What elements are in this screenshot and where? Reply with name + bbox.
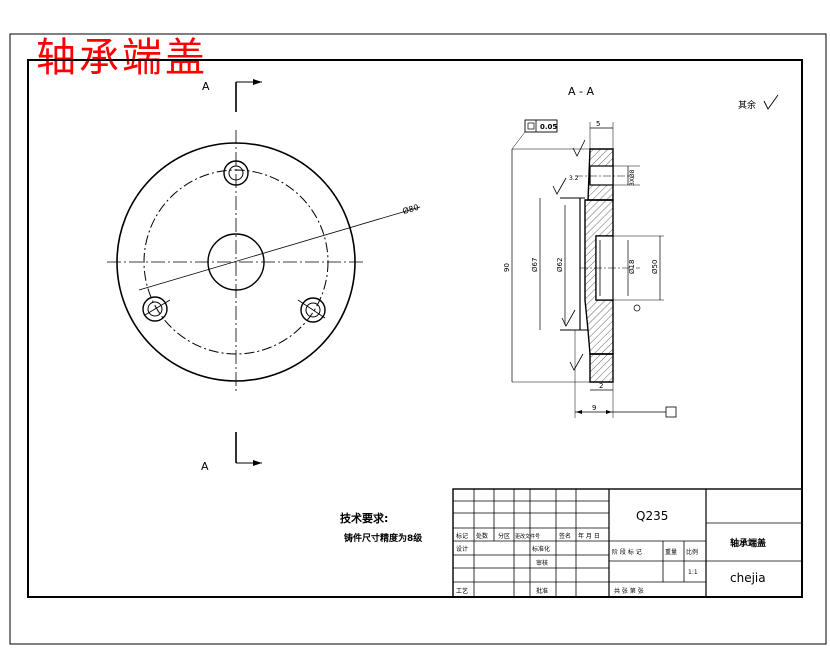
roughness-note: 其余 <box>738 99 756 111</box>
tb-label-stage: 阶 段 标 记 <box>612 548 642 556</box>
tb-label-standard: 标准化 <box>532 545 550 553</box>
tech-req-heading: 技术要求: <box>340 511 388 525</box>
dim-50: Ø50 <box>651 260 659 274</box>
dim-62: Ø62 <box>556 258 564 272</box>
roughness-value-spigot: 3.2 <box>569 175 579 182</box>
section-label-top: A <box>202 80 210 93</box>
dim-9: 9 <box>592 404 596 412</box>
roughness-symbol-spigot <box>552 177 567 195</box>
tb-header-count: 处数 <box>476 532 488 540</box>
dim-18: Ø18 <box>628 260 636 274</box>
dim-arrow-9 <box>606 410 612 414</box>
section-view-label: A - A <box>568 85 594 98</box>
tb-header-change: 更改文件号 <box>515 533 540 540</box>
tb-label-scale: 比例 <box>686 548 698 556</box>
tb-designer: chejia <box>730 571 766 585</box>
bolt-hole-left-inner <box>147 301 163 317</box>
dim-90: 90 <box>503 263 511 272</box>
tb-header-sign: 签名 <box>559 532 571 540</box>
tb-label-review: 审核 <box>536 559 548 567</box>
flange-lower-section <box>589 353 614 383</box>
roughness-symbol-bottom <box>569 353 584 371</box>
flatness-symbol <box>527 122 535 130</box>
flatness-leader <box>511 131 526 150</box>
flatness-value: 0.05 <box>540 123 557 131</box>
dim-arrow-9-left <box>576 410 582 414</box>
bolt-hole-right-inner <box>305 302 321 318</box>
dim-5: 5 <box>596 120 600 128</box>
inner-border <box>27 59 803 598</box>
dim-67: Ø67 <box>531 258 539 272</box>
dim-2: 2 <box>599 382 603 390</box>
dim-hole: 3XØ8 <box>629 169 636 186</box>
roughness-symbol-general <box>763 94 779 110</box>
section-view <box>511 94 779 418</box>
hole-centerline-left <box>144 299 171 316</box>
tb-label-design: 设计 <box>456 545 468 553</box>
bolt-hole-left <box>142 296 168 322</box>
tb-scale-value: 1:1 <box>688 569 698 576</box>
tb-sheet-count: 共 张 第 张 <box>614 587 644 595</box>
title-block <box>452 488 803 598</box>
arrow-head-bottom <box>253 460 262 466</box>
tb-header-marker: 标记 <box>456 532 468 540</box>
dim-d80: Ø80 <box>401 202 420 216</box>
tb-header-date: 年 月 日 <box>578 532 600 540</box>
roughness-symbol-top <box>572 139 586 157</box>
outer-border <box>9 33 827 645</box>
tb-part-name: 轴承端盖 <box>730 537 766 549</box>
datum-circle <box>633 304 641 312</box>
bolt-hole-right <box>300 297 326 323</box>
title-block-border <box>452 488 803 598</box>
tb-label-approve: 批准 <box>536 587 548 595</box>
tb-label-process: 工艺 <box>456 587 468 595</box>
hole-centerline-right <box>297 299 326 319</box>
arrow-head-top <box>253 79 262 85</box>
drawing-title: 轴承端盖 <box>36 35 208 81</box>
datum-box <box>665 406 677 418</box>
diameter-leader <box>138 206 421 291</box>
tech-req-line1: 铸件尺寸精度为8级 <box>344 532 423 544</box>
section-label-bottom: A <box>201 460 209 473</box>
tb-header-zone: 分区 <box>498 532 510 540</box>
roughness-symbol-mid <box>561 309 576 327</box>
tb-label-weight: 重量 <box>665 548 677 556</box>
tb-material: Q235 <box>636 509 668 523</box>
front-view <box>107 81 421 464</box>
section-bolt-hole <box>589 165 614 186</box>
